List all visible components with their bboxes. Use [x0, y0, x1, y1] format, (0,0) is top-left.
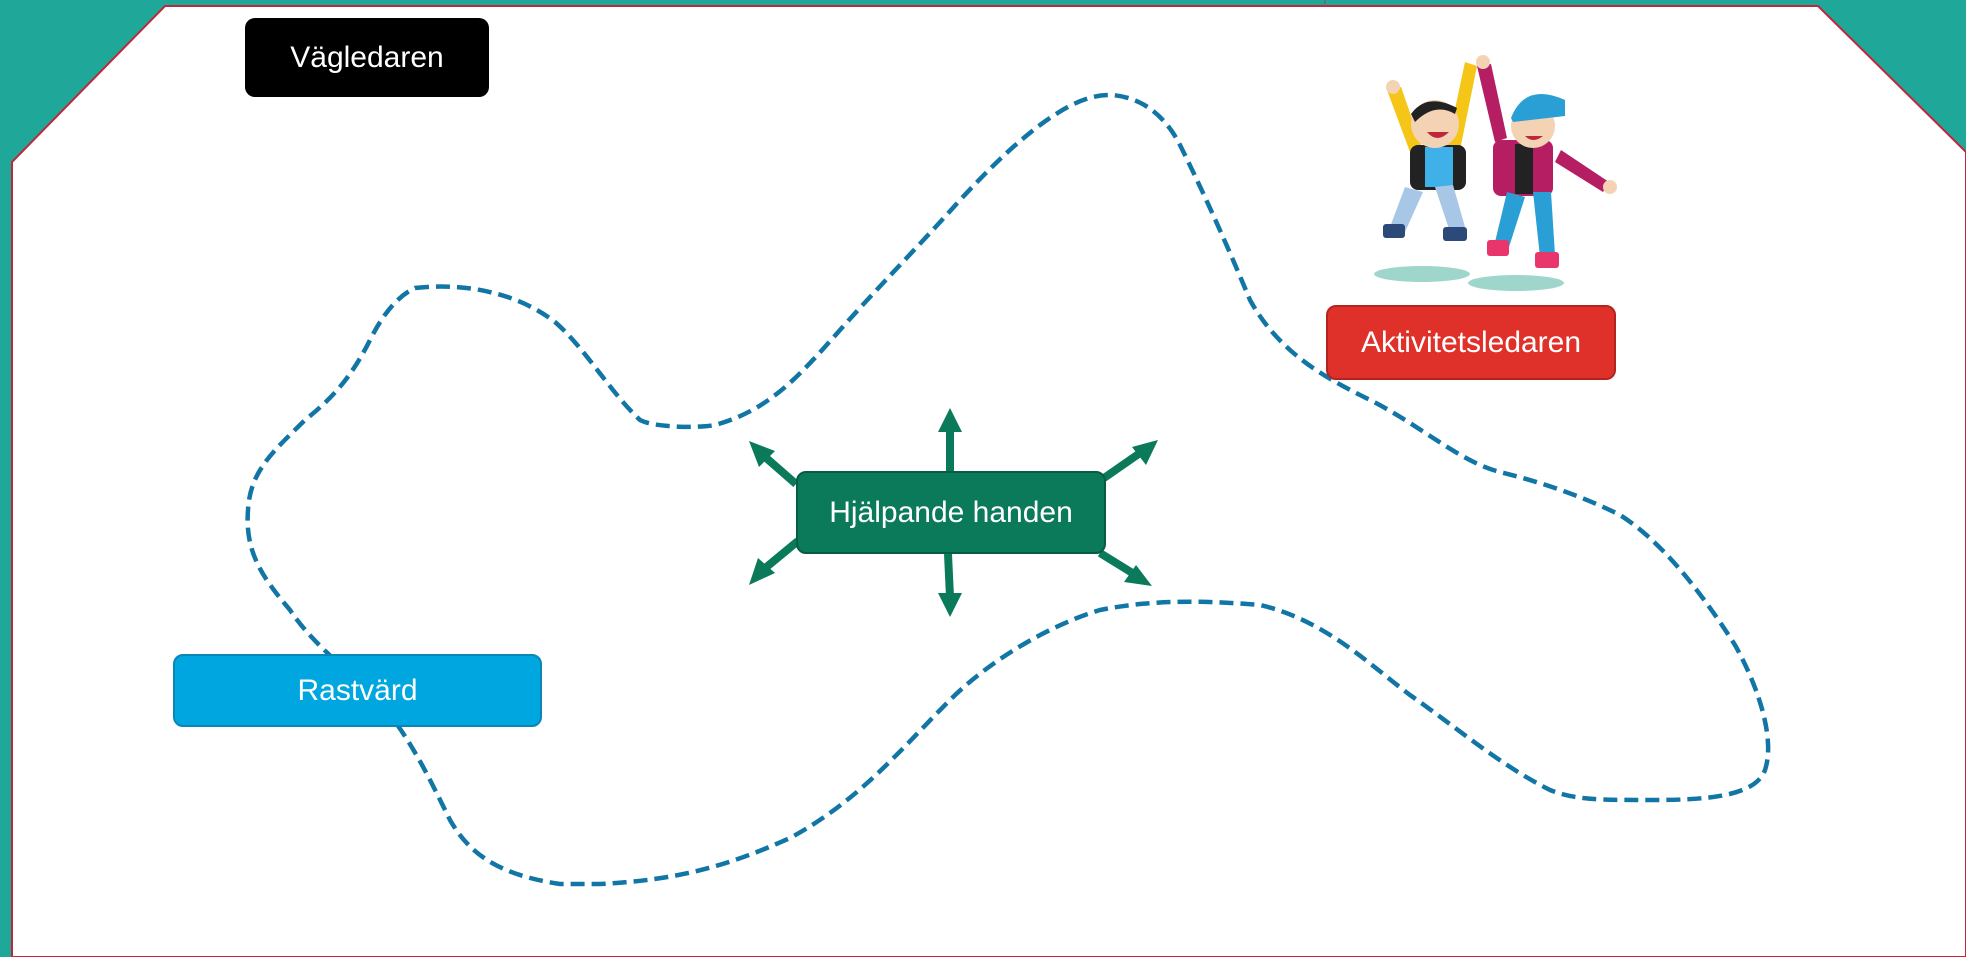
shadow-right — [1468, 275, 1564, 291]
aktivitetsledaren-label: Aktivitetsledaren — [1326, 305, 1616, 380]
vagledaren-label: Vägledaren — [245, 18, 489, 97]
hjalpande-handen-label: Hjälpande handen — [796, 471, 1106, 554]
arrow-group — [749, 408, 1158, 617]
kid-left — [1383, 62, 1477, 241]
dashed-boundary-path — [245, 92, 1771, 887]
rastvard-label: Rastvärd — [173, 654, 542, 727]
arrow-down — [938, 553, 962, 617]
jumping-kids-illustration — [1374, 55, 1617, 291]
arrow-down-right — [1097, 549, 1152, 586]
shadow-left — [1374, 266, 1470, 282]
arrow-up-left — [749, 441, 799, 488]
arrow-up-right — [1101, 440, 1158, 482]
kid-right — [1476, 55, 1617, 268]
arrow-up — [938, 408, 962, 471]
arrow-down-left — [749, 537, 801, 585]
